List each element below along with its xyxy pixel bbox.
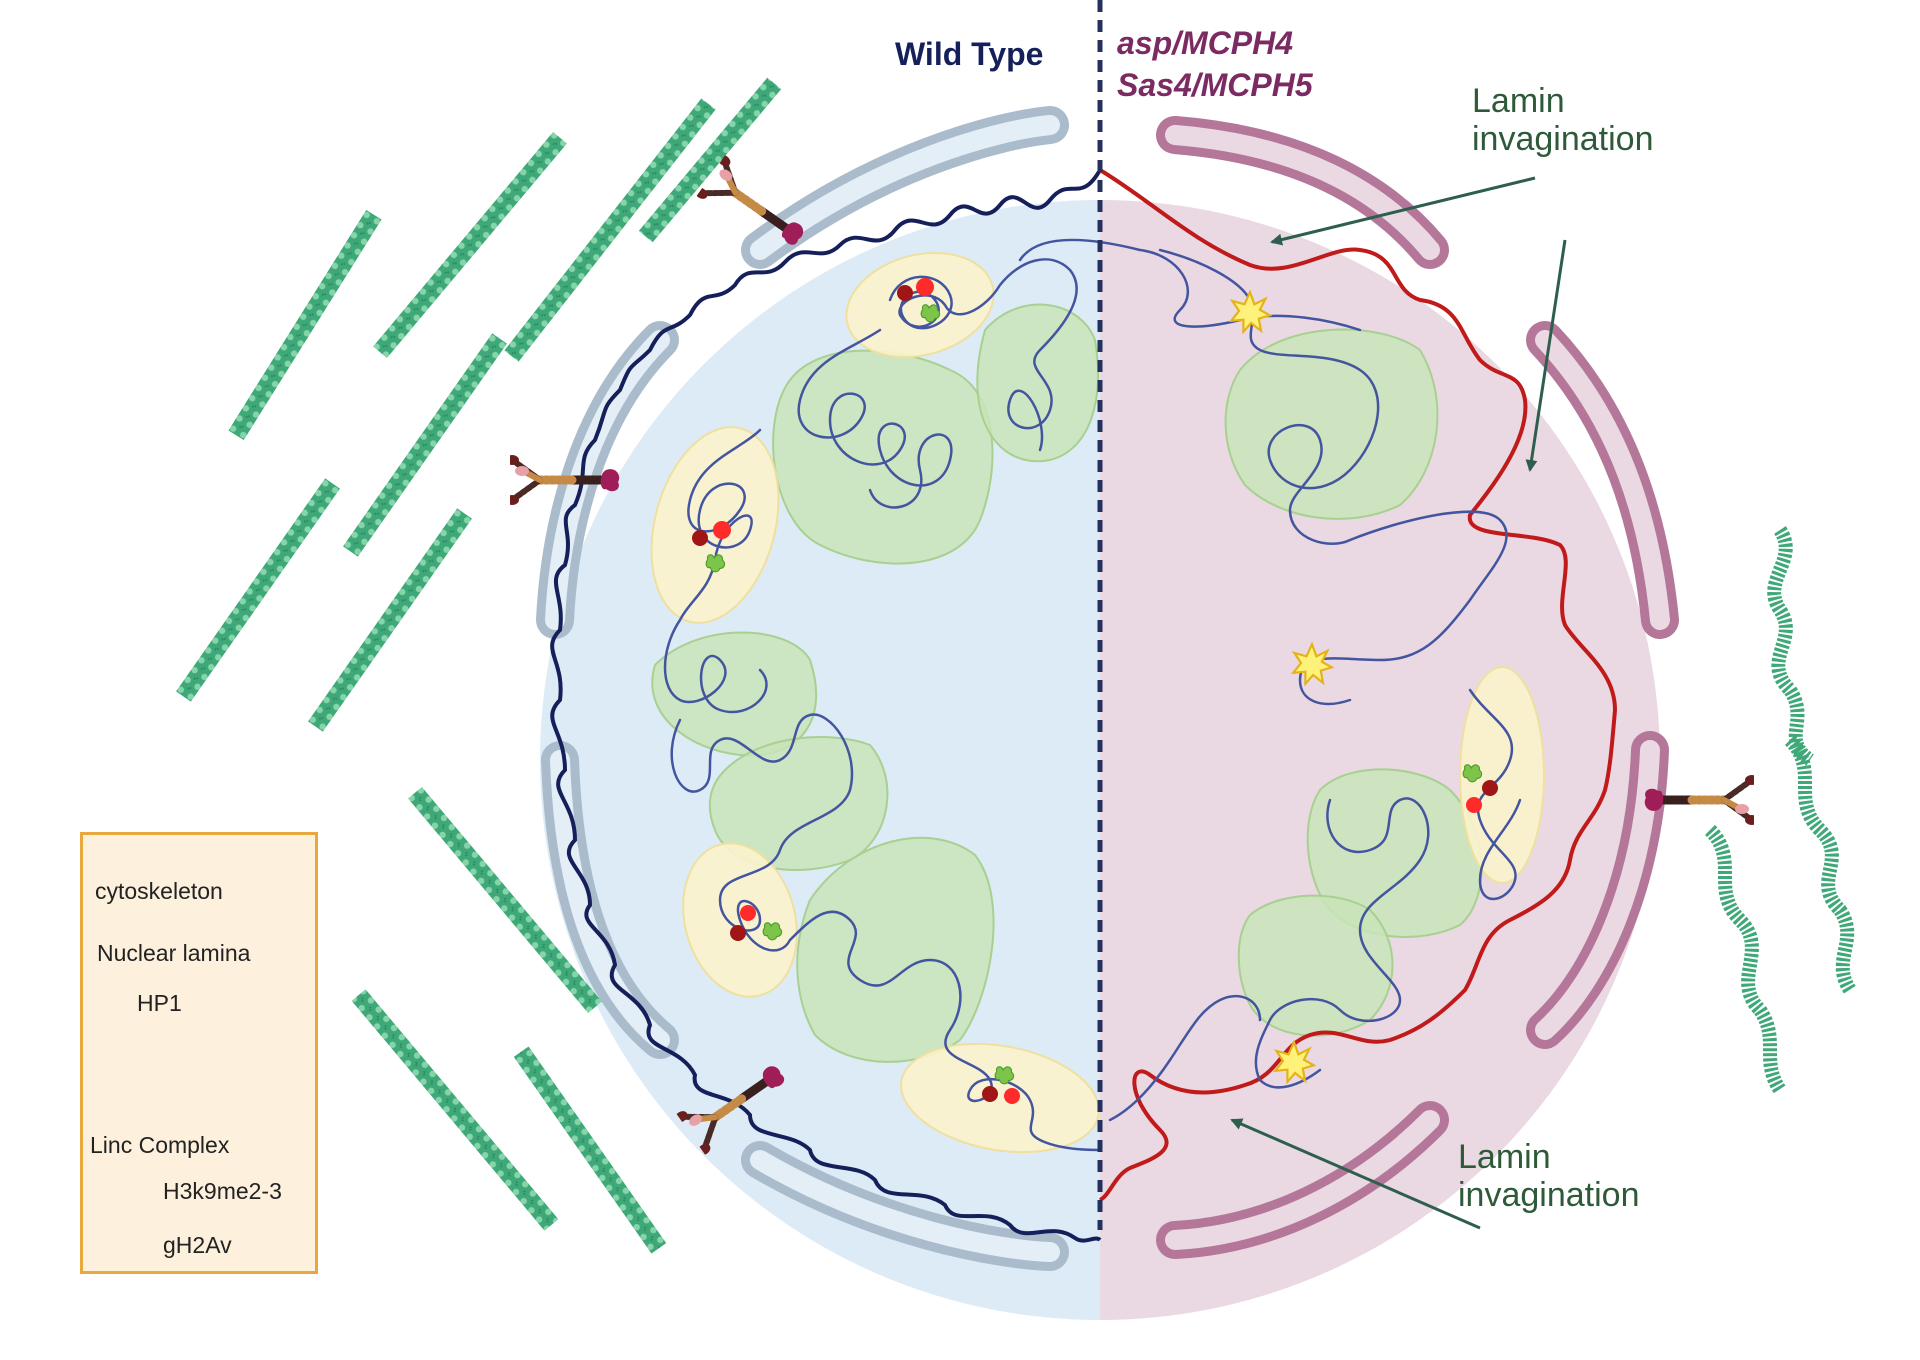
mutant-title-line2: Sas4/MCPH5 — [1117, 67, 1313, 103]
legend-cytoskeleton: cytoskeleton — [95, 878, 223, 904]
chromatin-domains — [651, 303, 1483, 1063]
anno-bottom-line2: invagination — [1458, 1176, 1640, 1214]
mutant-nuclear-lamina — [1098, 168, 1618, 1202]
annotation-arrows — [1230, 176, 1567, 1230]
anno-top-line1: Lamin — [1472, 82, 1565, 120]
lamin-invagination-label-bottom: Lamin invagination — [1458, 1138, 1639, 1214]
wt-nuclear-lamina — [550, 169, 1102, 1243]
mutant-title-line1: asp/MCPH4 — [1117, 25, 1294, 61]
legend-h3k9: H3k9me2-3 — [163, 1178, 282, 1204]
mutant-title: asp/MCPH4 Sas4/MCPH5 — [1117, 22, 1313, 106]
wild-type-title: Wild Type — [895, 36, 1044, 72]
mutant-nucleus — [1100, 200, 1660, 1320]
chromatin-fibers — [663, 238, 1522, 1152]
disrupted-cytoskeleton — [1704, 526, 1857, 1094]
anno-top-line2: invagination — [1472, 120, 1654, 158]
legend-nuclear-lamina: Nuclear lamina — [97, 940, 251, 966]
legend-hp1: HP1 — [137, 990, 182, 1016]
h3k9-marks — [692, 278, 1498, 1104]
cytoskeleton — [176, 77, 782, 1254]
legend — [80, 832, 318, 1274]
wt-nuclear-envelope — [536, 106, 1069, 1271]
legend-gh2av: gH2Av — [163, 1232, 232, 1258]
legend-linc-complex: Linc Complex — [90, 1132, 230, 1158]
lamin-invagination-label-top: Lamin invagination — [1472, 82, 1653, 158]
anno-bottom-line1: Lamin — [1458, 1138, 1551, 1176]
